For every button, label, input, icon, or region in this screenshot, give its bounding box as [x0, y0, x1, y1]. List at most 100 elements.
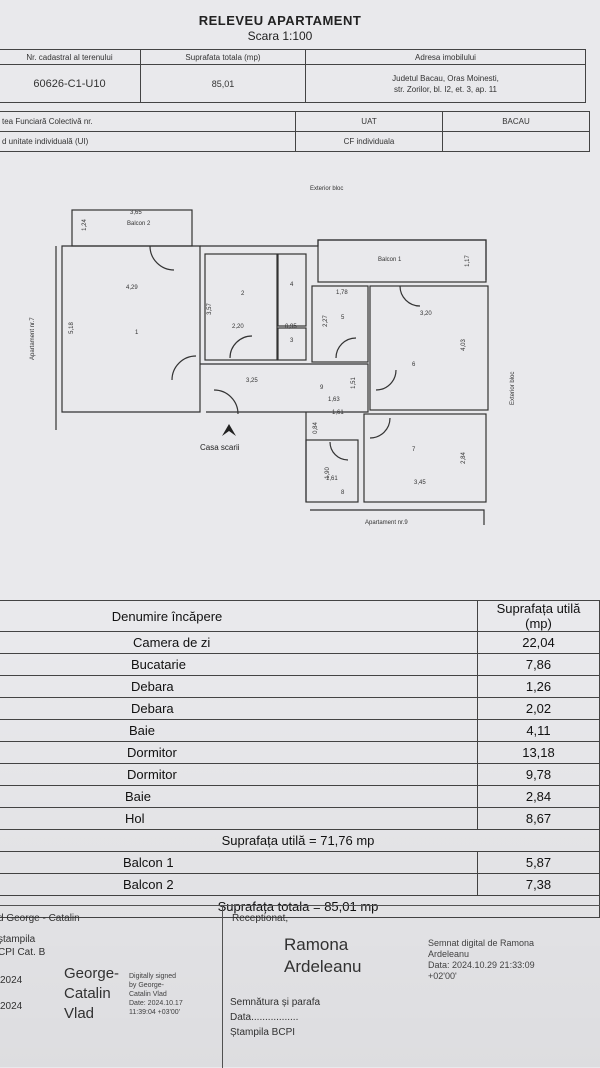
room-name: Debara	[0, 675, 478, 698]
dim-label: 2,27	[322, 315, 329, 327]
left-name: d George - Catalin	[0, 913, 80, 924]
info-table: Nr. cadastral al terenului Suprafata tot…	[0, 49, 586, 103]
balcony-area: 5,87	[477, 851, 600, 874]
left-year-1: 2024	[0, 975, 23, 986]
dim-label: 1,61	[332, 410, 344, 416]
door-arc-2	[171, 355, 197, 381]
signer1-digital-line: Date: 2024.10.17	[129, 1000, 183, 1007]
room-area: 7,86	[477, 653, 600, 676]
dim-label: 1,90	[324, 467, 331, 479]
dim-label: 3,20	[420, 311, 432, 317]
signer1-digital-line: Digitally signed	[129, 973, 177, 980]
empty-cell	[442, 131, 590, 152]
debara2-wall	[277, 327, 307, 361]
stair-arrow-icon	[222, 424, 236, 436]
room-name: Bucatarie	[0, 653, 478, 676]
signer2-name-line: Ramona	[284, 935, 349, 954]
room-name: Debara	[0, 697, 478, 720]
date-line: Data.................	[230, 1012, 299, 1023]
door-arc-9	[329, 441, 349, 461]
exterior-top-label: Exterior bloc	[310, 186, 344, 192]
signer2-digital-line: Semnat digital de Ramona	[428, 938, 535, 948]
dim-label: 1,78	[336, 290, 348, 296]
room-name: Baie	[0, 785, 478, 808]
balcony-area: 7,38	[477, 873, 600, 896]
room-number: 4	[290, 282, 294, 288]
floor-plan	[55, 209, 489, 525]
dim-label: 3,57	[206, 303, 213, 315]
door-arc-6	[399, 285, 421, 307]
cadastral-value: 60626-C1-U10	[0, 64, 141, 103]
dim-label: 2,20	[232, 324, 244, 330]
left-year-2: 2024	[0, 1001, 23, 1012]
receptionat-label: Receptionat,	[232, 913, 289, 924]
door-arc-7	[369, 417, 391, 439]
signer2-digital-line: Ardeleanu	[428, 949, 470, 959]
balcon2-label: Balcon 2	[127, 221, 151, 227]
door-arc-1	[149, 245, 175, 271]
document-scale: Scara 1:100	[247, 29, 313, 43]
signer1-name-line: George-	[64, 965, 120, 982]
left-stamp: ștampila	[0, 934, 36, 945]
signer1-name: George- Catalin Vlad	[64, 964, 119, 1024]
left-category: CPI Cat. B	[0, 947, 46, 958]
room-number: 1	[135, 330, 139, 336]
cf-label: CF individuala	[295, 131, 443, 152]
balcony-name: Balcon 1	[0, 851, 478, 874]
rooms-head-name: Denumire încăpere	[0, 600, 478, 632]
usable-total: Suprafața utilă = 71,76 mp	[0, 829, 600, 852]
signer2-digital: Semnat digital de Ramona Ardeleanu Data:…	[428, 938, 535, 982]
door-arc-5	[375, 369, 397, 391]
room-number: 7	[412, 447, 416, 453]
signer2-digital-line: Data: 2024.10.29 21:33:09	[428, 960, 535, 970]
room-area: 8,67	[477, 807, 600, 830]
room-name: Dormitor	[0, 763, 478, 786]
dim-label: 2,84	[460, 452, 467, 464]
uat-value: BACAU	[442, 111, 590, 132]
dim-label: 4,03	[460, 339, 467, 351]
footer-divider	[222, 906, 223, 1068]
apartment9-label: Apartament nr.9	[365, 520, 408, 526]
door-arc-4	[335, 337, 357, 359]
bcpi-stamp-label: Ștampila BCPI	[230, 1027, 296, 1038]
bedroom7-wall	[363, 413, 487, 503]
balcon1-label: Balcon 1	[378, 257, 402, 263]
dim-label: 4,29	[126, 285, 138, 291]
room-area: 22,04	[477, 631, 600, 654]
apartment7-label: Apartament nr.7	[30, 317, 36, 360]
dim-label: 0,84	[312, 422, 319, 434]
dim-label: 1,51	[350, 377, 357, 389]
room-name: Hol	[0, 807, 478, 830]
room-area: 2,84	[477, 785, 600, 808]
col-address-head: Adresa imobilului	[305, 49, 586, 65]
dim-label: 0,95	[285, 324, 297, 330]
dim-label: 5,18	[68, 322, 75, 334]
apartment9-wall	[310, 509, 485, 525]
signer2-digital-line: +02'00'	[428, 971, 457, 981]
rooms-table: Denumire încăpere Suprafața utilă (mp) C…	[0, 600, 600, 918]
dim-label: 1,61	[326, 476, 338, 482]
bedroom6-wall	[369, 285, 489, 411]
signer1-digital-line: Catalin Vlad	[129, 991, 167, 998]
ui-label: d unitate individuală (UI)	[0, 131, 296, 152]
dim-label: 3,45	[414, 480, 426, 486]
room-name: Camera de zi	[0, 631, 478, 654]
dim-label: 1,24	[81, 219, 88, 231]
room-number: 3	[290, 338, 294, 344]
signer1-digital-line: 11:39:04 +03'00'	[129, 1009, 181, 1016]
room-area: 2,02	[477, 697, 600, 720]
info-table-lower: tea Funciară Colectivă nr. UAT BACAU d u…	[0, 111, 590, 152]
room-area: 13,18	[477, 741, 600, 764]
address-line-2: str. Zorilor, bl. I2, et. 3, ap. 11	[393, 84, 497, 94]
carte-funciara-label: tea Funciară Colectivă nr.	[0, 111, 296, 132]
signature-label: Semnătura și parafa	[230, 997, 321, 1008]
door-arc-8	[213, 389, 239, 415]
kitchen-wall	[204, 253, 278, 361]
signer2-name-line: Ardeleanu	[284, 957, 362, 976]
